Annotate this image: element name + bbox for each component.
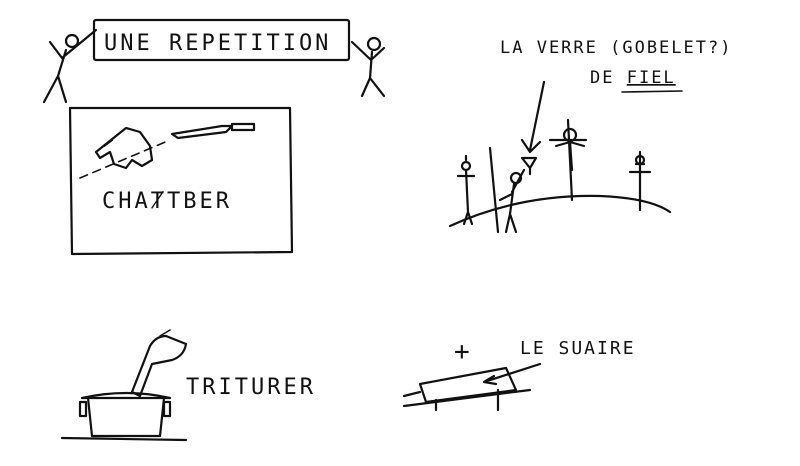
central-cross-figure (548, 118, 588, 202)
shroud-group: + LE SUAIRE (402, 337, 636, 412)
pestle (130, 334, 188, 398)
card-frame (68, 106, 294, 256)
caption-line2: DE FIEL (590, 68, 676, 88)
banner-text: UNE REPETITION (104, 31, 331, 56)
mortar-word: TRITURER (186, 375, 316, 400)
card-group: CHAȾTBER (68, 106, 294, 256)
card-word: CHAȾTBER (102, 189, 232, 214)
arrow-to-shroud (482, 362, 542, 386)
knife-drawing (170, 122, 256, 140)
mortar-group: TRITURER (60, 329, 316, 442)
dashed-line (79, 139, 171, 179)
cup-holder-figure (498, 156, 538, 234)
left-cross-figure (456, 154, 476, 226)
caption-line1: LA VERRE (GOBELET?) (500, 38, 732, 58)
banner-group: UNE REPETITION (42, 18, 386, 104)
banner-frame (92, 18, 351, 62)
hand-drawing (94, 126, 154, 170)
shroud-slab (418, 366, 518, 404)
right-cross-figure (628, 150, 652, 212)
hill (448, 194, 672, 228)
cup (520, 156, 538, 176)
caption-word-fiel: FIEL (627, 68, 676, 88)
mortar-bowl (80, 391, 172, 438)
spear (488, 146, 500, 234)
crucifixion-group: LA VERRE (GOBELET?) DE FIEL (448, 38, 732, 234)
plus-sign: + (454, 337, 473, 367)
right-stick-figure (350, 36, 386, 98)
arrow-to-cup (520, 80, 546, 154)
table-line (60, 436, 188, 442)
slab-ground (402, 388, 532, 408)
mortar-handles (78, 400, 172, 418)
shroud-word: LE SUAIRE (520, 338, 636, 359)
left-stick-figure (42, 28, 98, 104)
